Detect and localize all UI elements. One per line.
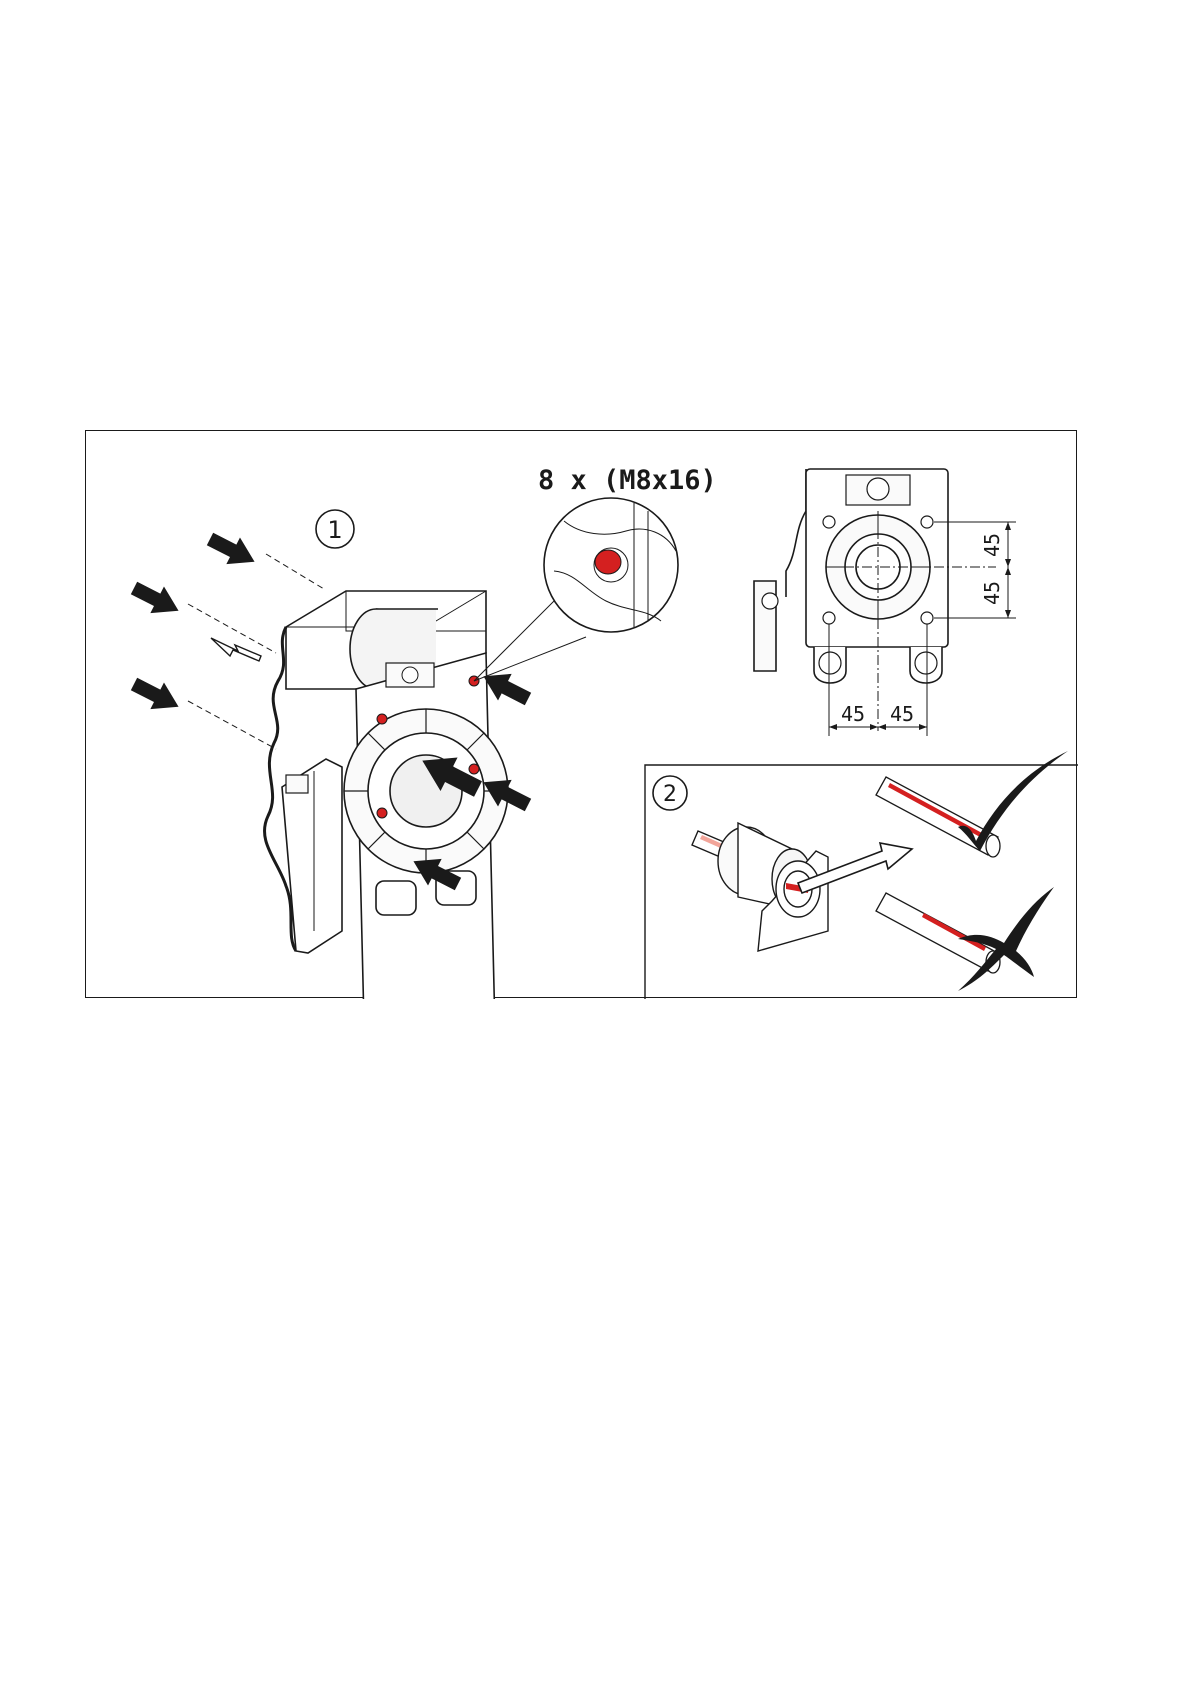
assembly-figure: 1 8 x (M8x16) xyxy=(85,430,1077,998)
zoom-detail xyxy=(474,498,678,681)
step-2-panel: 2 xyxy=(645,751,1078,999)
screw-spec-label: 8 x (M8x16) xyxy=(538,465,717,496)
svg-text:1: 1 xyxy=(327,516,342,544)
incorrect-shaft xyxy=(876,893,1000,973)
front-view xyxy=(754,469,948,683)
dim-horizontal-left: 45 xyxy=(841,702,865,726)
dim-horizontal-right: 45 xyxy=(890,702,914,726)
small-arrow-icon xyxy=(211,638,261,661)
logo-badge-icon xyxy=(402,667,418,683)
step-1-marker: 1 xyxy=(316,510,354,548)
dim-vertical-upper: 45 xyxy=(980,533,1004,557)
step-2-marker: 2 xyxy=(663,782,677,807)
assembly-illustration: 1 8 x (M8x16) xyxy=(86,431,1078,999)
dim-vertical-lower: 45 xyxy=(980,581,1004,605)
cross-icon xyxy=(958,887,1054,991)
